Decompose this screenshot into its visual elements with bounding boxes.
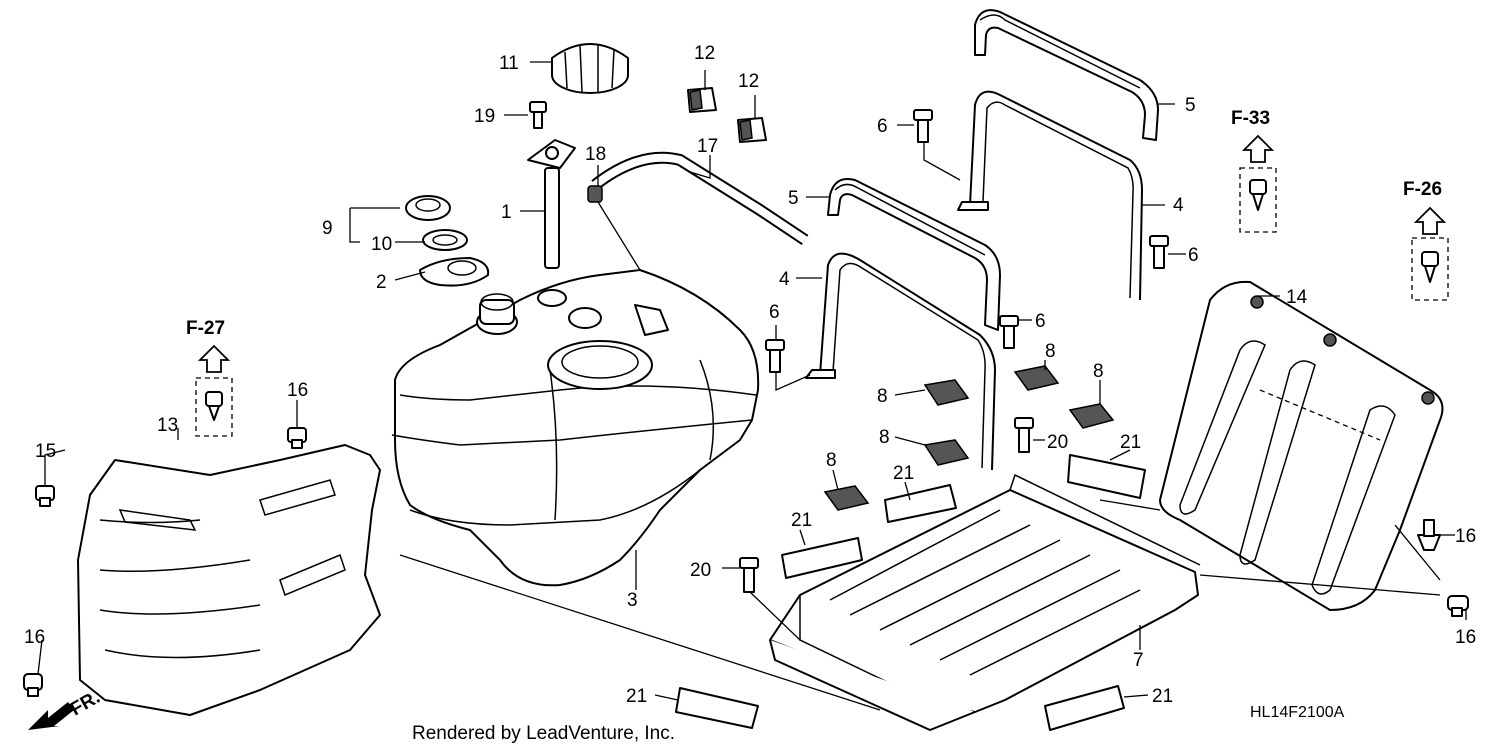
bolt-20b[interactable] <box>739 557 759 593</box>
fuel-level-sender[interactable] <box>527 139 576 269</box>
clamp-lower[interactable] <box>737 117 767 143</box>
clip-16a[interactable] <box>287 427 307 449</box>
cushion-pads[interactable] <box>823 365 1115 511</box>
band-rubber-front[interactable] <box>827 178 1001 331</box>
callout-18: 18 <box>585 144 606 165</box>
callout-13: 13 <box>157 415 178 436</box>
bolt-20a[interactable] <box>1014 417 1034 453</box>
tube-clip[interactable] <box>587 185 603 203</box>
fuel-tank[interactable] <box>391 269 760 587</box>
clip-16d[interactable] <box>1447 595 1469 617</box>
clip-15[interactable] <box>35 485 55 507</box>
bolt-6d[interactable] <box>765 339 785 373</box>
callout-6a: 6 <box>877 116 888 137</box>
callout-16a: 16 <box>287 380 308 401</box>
callout-2: 2 <box>376 272 387 293</box>
bolt-6a[interactable] <box>913 109 933 143</box>
callout-8c: 8 <box>1093 361 1104 382</box>
reference-labels: F-27 F-33 F-26 <box>186 108 1442 339</box>
callout-16c: 16 <box>1455 526 1476 547</box>
ref-box-f33 <box>1239 134 1277 233</box>
callout-8b: 8 <box>1045 341 1056 362</box>
callout-9: 9 <box>322 218 333 239</box>
callout-3: 3 <box>627 590 638 611</box>
callout-4a: 4 <box>779 269 790 290</box>
seal-strips[interactable] <box>675 454 1146 731</box>
front-direction-arrow-icon <box>28 702 74 730</box>
callout-21b: 21 <box>893 463 914 484</box>
clip-16b[interactable] <box>23 673 43 697</box>
cap-packing[interactable] <box>422 229 468 251</box>
bolt-6b[interactable] <box>1149 235 1169 269</box>
callout-19: 19 <box>474 106 495 127</box>
callout-15: 15 <box>35 441 56 462</box>
band-rubber-rear[interactable] <box>974 9 1159 141</box>
rear-guard[interactable] <box>1159 280 1444 611</box>
callout-21e: 21 <box>1152 686 1173 707</box>
callout-4b: 4 <box>1173 195 1184 216</box>
callout-17: 17 <box>697 136 718 157</box>
cap-gasket[interactable] <box>405 195 451 221</box>
bolt-6c[interactable] <box>999 315 1019 349</box>
ref-box-f27 <box>195 344 233 437</box>
breather-tube[interactable] <box>591 151 809 245</box>
leader-lines <box>37 61 1467 711</box>
callout-21c: 21 <box>791 510 812 531</box>
tank-band-front[interactable] <box>805 252 996 471</box>
drawing-code: HL14F2100A <box>1250 704 1345 721</box>
footer-credit: Rendered by LeadVenture, Inc. <box>412 723 675 744</box>
bolt-19[interactable] <box>529 101 547 129</box>
callout-8e: 8 <box>826 450 837 471</box>
ref-label-f27: F-27 <box>186 318 225 339</box>
callout-20a: 20 <box>1047 432 1068 453</box>
callout-21d: 21 <box>626 686 647 707</box>
callout-21a: 21 <box>1120 432 1141 453</box>
callout-11: 11 <box>499 53 519 74</box>
tank-cap[interactable] <box>551 43 629 94</box>
callout-16d: 16 <box>1455 627 1476 648</box>
callout-5a: 5 <box>788 188 799 209</box>
callout-labels: 1 2 3 4 4 5 5 6 6 6 6 7 8 8 8 8 8 9 10 1… <box>24 43 1476 707</box>
callout-6d: 6 <box>769 302 780 323</box>
callout-7: 7 <box>1133 650 1144 671</box>
clip-16c[interactable] <box>1417 519 1441 551</box>
callout-8d: 8 <box>879 427 890 448</box>
heat-shield-front[interactable] <box>77 444 381 716</box>
ref-label-f26: F-26 <box>1403 179 1442 200</box>
callout-16b: 16 <box>24 627 45 648</box>
clamp-upper[interactable] <box>687 87 717 113</box>
tank-tray[interactable] <box>769 473 1201 731</box>
callout-10: 10 <box>371 234 392 255</box>
callout-6c: 6 <box>1035 311 1046 332</box>
callout-6b: 6 <box>1188 245 1199 266</box>
callout-14: 14 <box>1286 287 1308 308</box>
callout-12b: 12 <box>738 71 759 92</box>
callout-5b: 5 <box>1185 95 1196 116</box>
tank-band-rear[interactable] <box>957 90 1143 301</box>
cap-plate[interactable] <box>419 257 490 287</box>
callout-1: 1 <box>501 202 512 223</box>
callout-8a: 8 <box>877 386 888 407</box>
callout-12a: 12 <box>694 43 715 64</box>
callout-20b: 20 <box>690 560 711 581</box>
ref-box-f26 <box>1411 206 1449 301</box>
ref-label-f33: F-33 <box>1231 108 1270 129</box>
